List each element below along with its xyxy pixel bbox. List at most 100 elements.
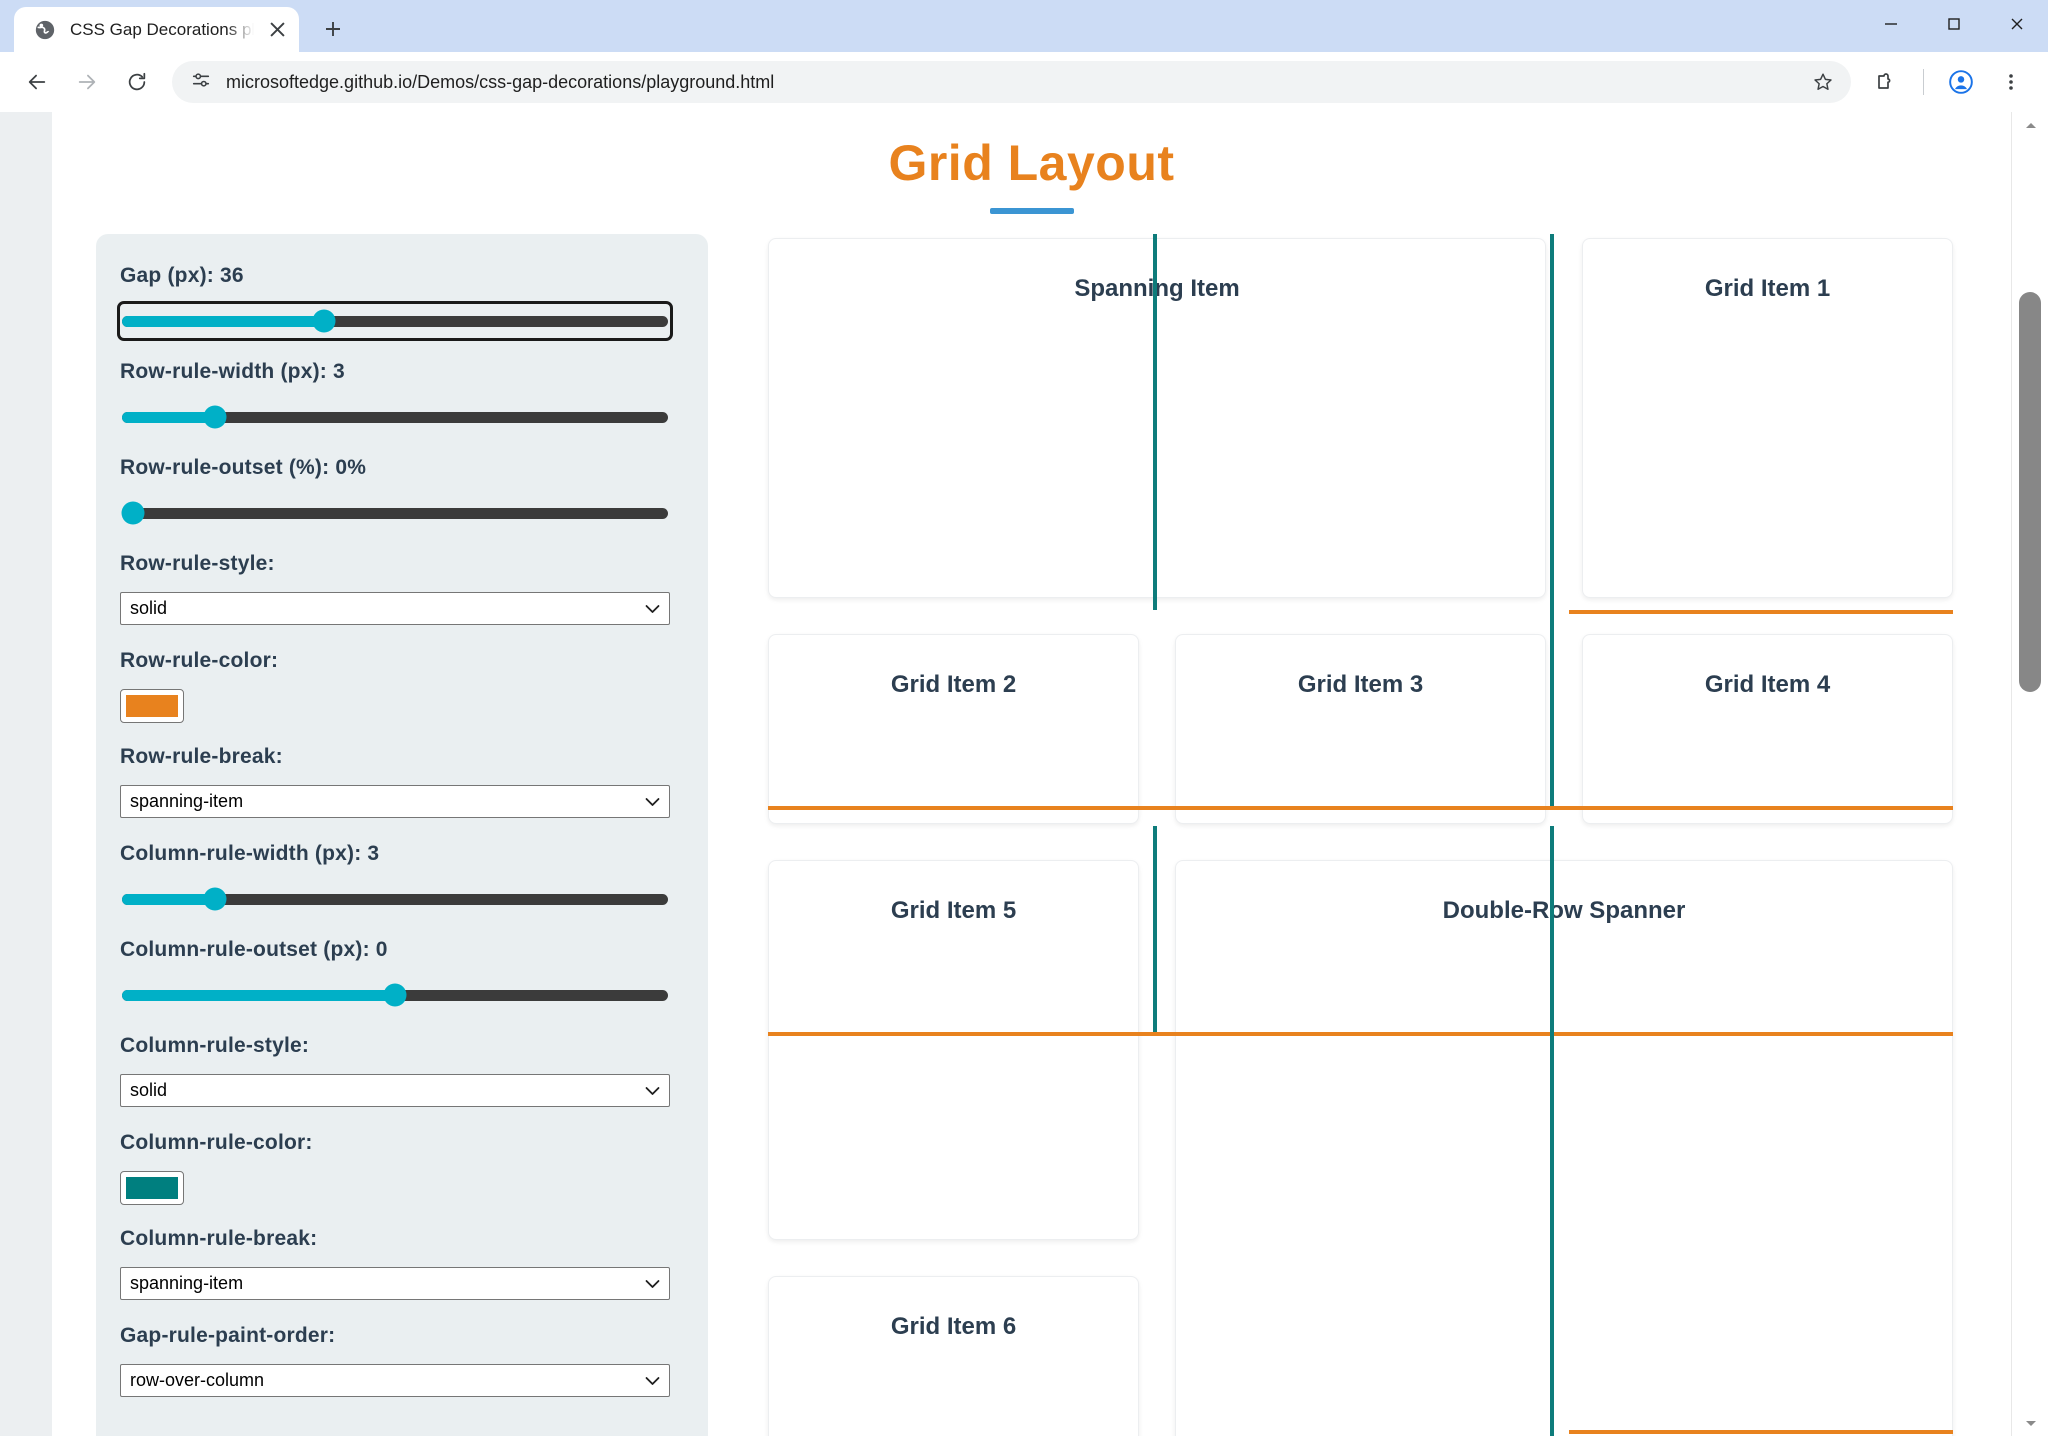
grid-cell-label: Double-Row Spanner: [1442, 897, 1686, 924]
slider-thumb-gap[interactable]: [312, 309, 336, 333]
page-left-margin: [0, 112, 52, 1436]
page-content: Gap (px): 36 Row-rule-width (px): 3 Row-ru…: [52, 214, 2011, 1436]
close-window-button[interactable]: [1985, 0, 2048, 47]
control-column-rule-outset: Column-rule-outset (px): 0: [120, 938, 670, 1012]
slider-fill-column-rule-outset: [122, 989, 395, 1001]
vertical-scrollbar[interactable]: [2011, 112, 2048, 1436]
control-column-rule-color: Column-rule-color:: [120, 1131, 670, 1205]
slider-thumb-row-rule-width[interactable]: [203, 405, 227, 429]
slider-track-column-rule-width[interactable]: [122, 887, 668, 911]
grid-cell: Grid Item 4: [1582, 634, 1953, 824]
close-icon[interactable]: [268, 17, 287, 43]
chevron-down-icon: [645, 1273, 660, 1294]
slider-thumb-row-rule-outset[interactable]: [121, 501, 145, 525]
control-row-rule-width: Row-rule-width (px): 3: [120, 360, 670, 434]
color-picker-column-rule-color[interactable]: [120, 1171, 184, 1205]
control-row-rule-outset: Row-rule-outset (%): 0%: [120, 456, 670, 530]
grid-cell-label: Grid Item 1: [1704, 275, 1831, 302]
slider-thumb-column-rule-outset[interactable]: [383, 983, 407, 1007]
control-label-row-rule-width: Row-rule-width (px): 3: [120, 360, 345, 383]
control-label-row-rule-style: Row-rule-style:: [120, 552, 275, 575]
chevron-down-icon: [645, 791, 660, 812]
scrollbar-thumb[interactable]: [2019, 292, 2041, 692]
control-label-column-rule-color: Column-rule-color:: [120, 1131, 313, 1154]
slider-column-rule-outset[interactable]: [120, 978, 670, 1012]
control-label-row-rule-break: Row-rule-break:: [120, 745, 283, 768]
slider-fill-row-rule-width: [122, 411, 215, 423]
tab-strip: CSS Gap Decorations playground: [0, 0, 2048, 52]
web-page: Grid Layout Gap (px): 36 Row-rule-width (…: [52, 112, 2011, 1436]
select-column-rule-style[interactable]: solid: [120, 1074, 670, 1107]
browser-toolbar: microsoftedge.github.io/Demos/css-gap-de…: [0, 52, 2048, 112]
maximize-button[interactable]: [1922, 0, 1985, 47]
grid-cell: Double-Row Spanner: [1175, 860, 1953, 1436]
column-rule: [1550, 826, 1555, 1436]
control-label-column-rule-width: Column-rule-width (px): 3: [120, 842, 380, 865]
color-swatch-fill-column-rule-color: [126, 1177, 178, 1199]
control-row-rule-color: Row-rule-color:: [120, 649, 670, 723]
control-label-gap: Gap (px): 36: [120, 264, 244, 287]
control-column-rule-style: Column-rule-style: solid: [120, 1034, 670, 1107]
puzzle-icon[interactable]: [1863, 59, 1909, 105]
color-swatch-fill-row-rule-color: [126, 695, 178, 717]
grid-cell: Grid Item 6: [768, 1276, 1139, 1436]
menu-icon[interactable]: [1988, 59, 2034, 105]
slider-row-rule-outset[interactable]: [120, 496, 670, 530]
column-rule: [1550, 234, 1555, 806]
account-icon[interactable]: [1938, 59, 1984, 105]
slider-gap[interactable]: [117, 301, 673, 341]
slider-track-row-rule-outset[interactable]: [121, 501, 668, 525]
chevron-down-icon: [645, 1370, 660, 1391]
select-gap-rule-paint-order[interactable]: row-over-column: [120, 1364, 670, 1397]
window-controls: [1859, 0, 2048, 47]
slider-fill-gap: [122, 315, 325, 327]
control-label-gap-rule-paint-order: Gap-rule-paint-order:: [120, 1324, 336, 1347]
new-tab-button[interactable]: [313, 9, 353, 49]
slider-row-rule-width[interactable]: [120, 400, 670, 434]
control-label-column-rule-break: Column-rule-break:: [120, 1227, 318, 1250]
scroll-up-icon[interactable]: [2012, 112, 2048, 138]
select-value-row-rule-style: solid: [130, 598, 168, 618]
browser-tab[interactable]: CSS Gap Decorations playground: [14, 7, 299, 52]
page-viewport: Grid Layout Gap (px): 36 Row-rule-width (…: [0, 112, 2048, 1436]
control-column-rule-width: Column-rule-width (px): 3: [120, 842, 670, 916]
control-gap: Gap (px): 36: [117, 264, 673, 341]
scroll-down-icon[interactable]: [2012, 1410, 2048, 1436]
slider-column-rule-width[interactable]: [120, 882, 670, 916]
site-info-icon[interactable]: [190, 69, 212, 96]
address-bar[interactable]: microsoftedge.github.io/Demos/css-gap-de…: [172, 61, 1851, 103]
grid-cell-label: Grid Item 6: [890, 1313, 1017, 1340]
reload-button[interactable]: [114, 59, 160, 105]
select-row-rule-break[interactable]: spanning-item: [120, 785, 670, 818]
star-icon[interactable]: [1803, 62, 1843, 102]
select-value-column-rule-break: spanning-item: [130, 1273, 244, 1293]
slider-track-gap[interactable]: [122, 309, 668, 333]
minimize-button[interactable]: [1859, 0, 1922, 47]
grid-cell: Grid Item 2: [768, 634, 1139, 824]
grid-cell-label: Grid Item 2: [890, 671, 1017, 698]
back-button[interactable]: [14, 59, 60, 105]
control-label-column-rule-style: Column-rule-style:: [120, 1034, 310, 1057]
row-rule: [1569, 1430, 1953, 1434]
grid-cell-label: Grid Item 4: [1704, 671, 1831, 698]
grid-cell: Grid Item 5: [768, 860, 1139, 1240]
slider-thumb-column-rule-width[interactable]: [203, 887, 227, 911]
select-column-rule-break[interactable]: spanning-item: [120, 1267, 670, 1300]
control-label-column-rule-outset: Column-rule-outset (px): 0: [120, 938, 388, 961]
toolbar-divider: [1923, 69, 1924, 95]
forward-button[interactable]: [64, 59, 110, 105]
slider-track-row-rule-width[interactable]: [122, 405, 668, 429]
color-picker-row-rule-color[interactable]: [120, 689, 184, 723]
title-underline: [989, 208, 1074, 214]
column-rule: [1153, 234, 1158, 610]
chevron-down-icon: [645, 1080, 660, 1101]
row-rule: [1569, 610, 1953, 614]
select-row-rule-style[interactable]: solid: [120, 592, 670, 625]
slider-track-column-rule-outset[interactable]: [122, 983, 668, 1007]
slider-fill-column-rule-width: [122, 893, 215, 905]
page-title: Grid Layout: [888, 135, 1175, 191]
select-value-gap-rule-paint-order: row-over-column: [130, 1370, 265, 1390]
row-rule: [768, 1032, 1953, 1036]
